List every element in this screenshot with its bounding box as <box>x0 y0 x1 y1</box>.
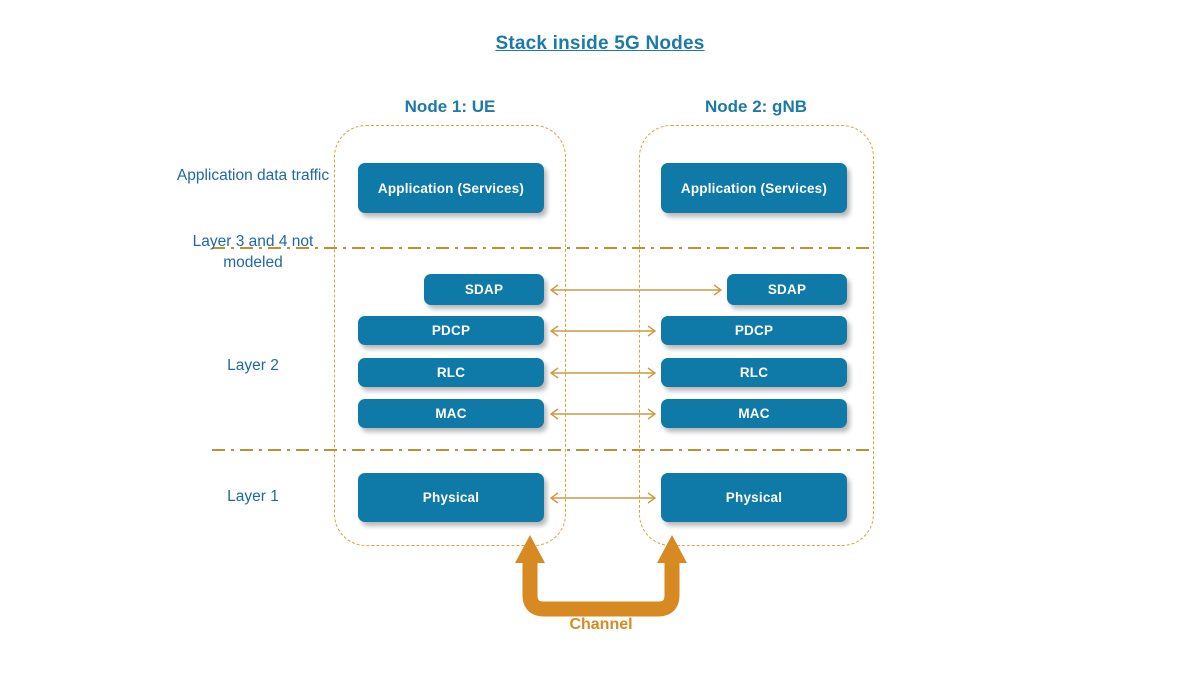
peer-arrow-pdcp-icon <box>546 324 660 338</box>
peer-arrow-sdap-icon <box>546 283 726 297</box>
page-title: Stack inside 5G Nodes <box>495 33 705 54</box>
side-label-layer-3-and-4-not-modeled: Layer 3 and 4 not modeled <box>192 233 314 272</box>
gnb-physical-box[interactable]: Physical <box>661 473 847 522</box>
side-label-layer-1: Layer 1 <box>227 488 279 505</box>
ue-mac-box[interactable]: MAC <box>358 399 544 428</box>
side-label-layer-2: Layer 2 <box>227 357 279 374</box>
ue-application-box[interactable]: Application (Services) <box>358 163 544 213</box>
node-container-gnb <box>639 125 874 546</box>
gnb-rlc-box[interactable]: RLC <box>661 358 847 387</box>
ue-pdcp-box[interactable]: PDCP <box>358 316 544 345</box>
channel-label: Channel <box>569 616 633 633</box>
node-header-ue: Node 1: UE <box>404 97 496 116</box>
channel-arrow-icon <box>508 533 694 621</box>
gnb-application-box[interactable]: Application (Services) <box>661 163 847 213</box>
ue-physical-box[interactable]: Physical <box>358 473 544 522</box>
peer-arrow-physical-icon <box>546 491 660 505</box>
gnb-sdap-box[interactable]: SDAP <box>727 274 847 305</box>
node-container-ue <box>334 125 566 546</box>
node-header-gnb: Node 2: gNB <box>705 97 807 116</box>
ue-sdap-box[interactable]: SDAP <box>424 274 544 305</box>
ue-rlc-box[interactable]: RLC <box>358 358 544 387</box>
gnb-mac-box[interactable]: MAC <box>661 399 847 428</box>
gnb-pdcp-box[interactable]: PDCP <box>661 316 847 345</box>
layer-separator-upper <box>212 247 875 249</box>
layer-separator-lower <box>212 449 875 451</box>
peer-arrow-rlc-icon <box>546 366 660 380</box>
peer-arrow-mac-icon <box>546 407 660 421</box>
side-label-application-data-traffic: Application data traffic <box>176 167 330 184</box>
